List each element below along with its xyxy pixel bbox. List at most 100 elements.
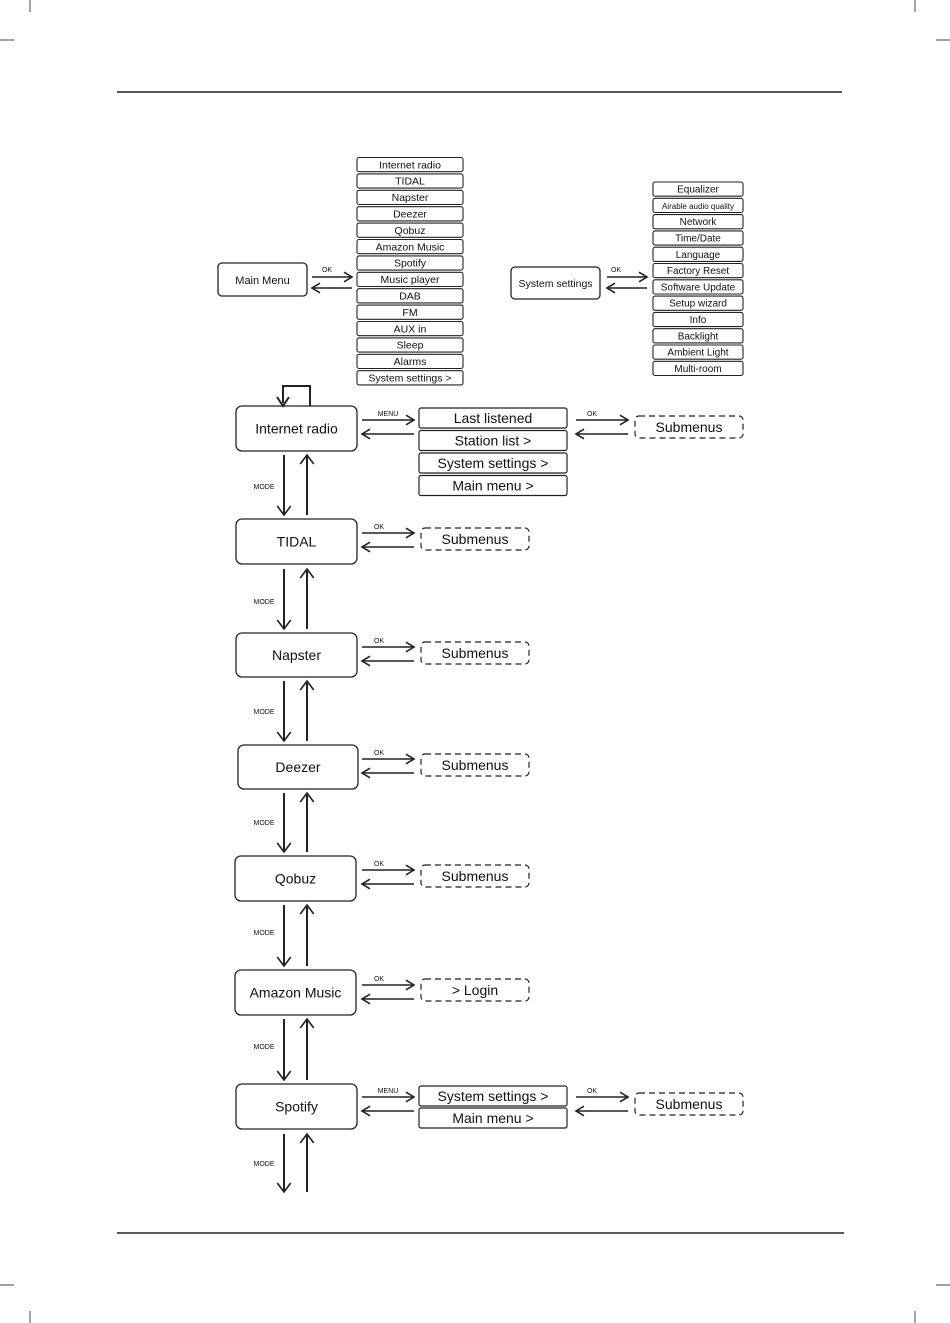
ok-label: OK bbox=[587, 1088, 597, 1095]
item-box bbox=[356, 189, 464, 206]
system-settings-item-software-update: Software Update bbox=[652, 279, 744, 295]
system-settings-item-language: Language bbox=[652, 246, 744, 262]
mode-box bbox=[237, 744, 359, 790]
main-menu-label: Main Menu bbox=[235, 275, 289, 287]
arrow-head bbox=[310, 282, 321, 294]
item-box bbox=[356, 353, 464, 370]
main-menu-item-spotify: Spotify bbox=[356, 255, 464, 271]
target-label: Submenus bbox=[656, 419, 723, 435]
target-label: Submenus bbox=[442, 868, 509, 884]
item-label: TIDAL bbox=[395, 176, 425, 188]
item-box bbox=[652, 246, 744, 262]
mode-key-label: MODE bbox=[254, 1044, 275, 1051]
mode-label: Internet radio bbox=[255, 421, 338, 437]
connector-arrows bbox=[276, 271, 649, 1194]
item-label: Amazon Music bbox=[376, 241, 445, 253]
item-label: Alarms bbox=[394, 356, 427, 368]
item-label: System settings > bbox=[438, 1088, 549, 1104]
item-label: Language bbox=[676, 250, 721, 261]
mode-box bbox=[234, 969, 357, 1016]
arrow-head bbox=[405, 864, 416, 876]
main-menu-box bbox=[217, 262, 308, 297]
item-label: Multi-room bbox=[674, 364, 721, 375]
target-label: > Login bbox=[452, 982, 498, 998]
item-label: Equalizer bbox=[677, 185, 719, 196]
arrow-head bbox=[405, 641, 416, 653]
menu-item-main-menu: Main menu > bbox=[418, 1107, 568, 1129]
target-box bbox=[420, 864, 530, 888]
item-label: AUX in bbox=[394, 323, 427, 335]
mode-box bbox=[235, 1083, 358, 1130]
arrow-head bbox=[574, 428, 585, 440]
system-settings-item-info: Info bbox=[652, 311, 744, 328]
arrow-head bbox=[360, 767, 371, 779]
menu-item-system-settings: System settings > bbox=[418, 1085, 568, 1107]
item-box bbox=[652, 279, 744, 295]
menu-item-main-menu: Main menu > bbox=[418, 474, 568, 497]
mode-key-label: MODE bbox=[254, 599, 275, 606]
system-settings-ok-label: OK bbox=[611, 267, 621, 274]
target-submenus: Submenus bbox=[420, 641, 530, 665]
target-box bbox=[420, 527, 530, 551]
target-box bbox=[420, 753, 530, 777]
main-menu-item-alarms: Alarms bbox=[356, 353, 464, 370]
arrow-head bbox=[405, 979, 416, 991]
item-label: Backlight bbox=[678, 331, 719, 342]
mode-label: Napster bbox=[272, 647, 321, 663]
item-box bbox=[418, 407, 568, 429]
main-menu-item-sleep: Sleep bbox=[356, 337, 464, 353]
main-menu-item-deezer: Deezer bbox=[356, 206, 464, 222]
ok-label: OK bbox=[587, 411, 597, 418]
system-settings-item-backlight: Backlight bbox=[652, 328, 744, 344]
target-label: Submenus bbox=[656, 1096, 723, 1112]
system-settings-item-setup-wizard: Setup wizard bbox=[652, 295, 744, 311]
system-settings-item-multi-room: Multi-room bbox=[652, 360, 744, 377]
item-box bbox=[356, 173, 464, 189]
item-label: Setup wizard bbox=[669, 299, 727, 310]
key-label: MENU bbox=[378, 1088, 399, 1095]
menu-item-station-list: Station list > bbox=[418, 429, 568, 452]
mode-label: Spotify bbox=[275, 1099, 318, 1115]
item-box bbox=[418, 452, 568, 474]
arrow-head bbox=[299, 1132, 315, 1144]
item-box bbox=[418, 474, 568, 497]
system-settings-item-factory-reset: Factory Reset bbox=[652, 262, 744, 279]
item-box bbox=[356, 288, 464, 304]
item-label: Napster bbox=[392, 192, 429, 204]
item-label: Factory Reset bbox=[667, 266, 729, 277]
arrow-head bbox=[638, 271, 649, 283]
arrow-head bbox=[299, 791, 315, 803]
item-label: Deezer bbox=[393, 209, 427, 221]
item-label: Airable audio quality bbox=[662, 202, 734, 211]
system-settings-item-equalizer: Equalizer bbox=[652, 181, 744, 197]
mode-key-label: MODE bbox=[254, 1161, 275, 1168]
item-label: Sleep bbox=[397, 340, 424, 352]
main-menu-item-internet-radio: Internet radio bbox=[356, 156, 464, 173]
mode-box bbox=[235, 405, 358, 452]
main-menu-ok-label: OK bbox=[322, 267, 332, 274]
menu-item-system-settings: System settings > bbox=[418, 452, 568, 474]
item-box bbox=[652, 311, 744, 328]
arrow-head bbox=[299, 567, 315, 579]
target-submenus: Submenus bbox=[634, 415, 744, 439]
main-menu-item-fm: FM bbox=[356, 304, 464, 320]
item-box bbox=[652, 295, 744, 311]
item-box bbox=[356, 238, 464, 255]
arrow-head bbox=[405, 753, 416, 765]
menu-item-last-listened: Last listened bbox=[418, 407, 568, 429]
item-box bbox=[652, 230, 744, 246]
arrow-head bbox=[619, 1091, 630, 1103]
mode-box bbox=[235, 518, 358, 565]
main-menu-item-aux-in: AUX in bbox=[356, 320, 464, 337]
item-label: System settings > bbox=[438, 455, 549, 471]
target-submenus: Submenus bbox=[420, 864, 530, 888]
arrow-head bbox=[299, 1017, 315, 1029]
item-box bbox=[652, 214, 744, 230]
system-settings-item-airable-audio-quality: Airable audio quality bbox=[652, 197, 744, 214]
mode-label: Deezer bbox=[275, 759, 320, 775]
